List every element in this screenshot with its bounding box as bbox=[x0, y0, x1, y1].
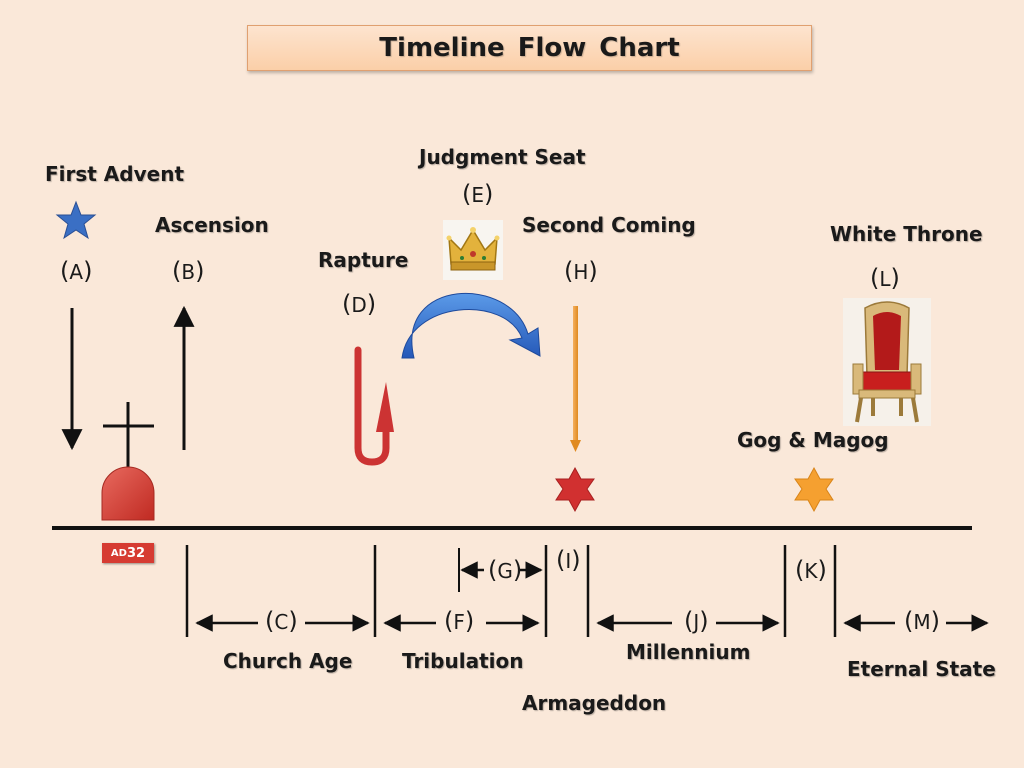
judgment-seat-letter: (E) bbox=[462, 180, 494, 208]
gog-magog-star-icon bbox=[794, 466, 834, 513]
judgment-seat-label: Judgment Seat bbox=[419, 145, 586, 169]
church-age-letter-text: C bbox=[274, 610, 289, 634]
millennium-letter-text: J bbox=[693, 610, 700, 634]
second-coming-letter-text: H bbox=[573, 260, 589, 284]
armageddon-letter-text: I bbox=[565, 549, 572, 573]
white-throne-icon bbox=[843, 298, 931, 426]
armageddon-label: Armageddon bbox=[522, 691, 667, 715]
armageddon-letter: (I) bbox=[556, 546, 581, 574]
ascension-label: Ascension bbox=[155, 213, 269, 237]
judgment-seat-letter-text: E bbox=[471, 183, 485, 207]
tribulation-letter: (F) bbox=[444, 607, 475, 635]
church-age-label: Church Age bbox=[223, 649, 353, 673]
cross-tomb-icon bbox=[101, 402, 155, 521]
rapture-arrowhead bbox=[376, 382, 394, 432]
first-advent-label: First Advent bbox=[45, 162, 185, 186]
chart-title: Timeline Flow Chart bbox=[247, 25, 812, 71]
first-advent-star-icon bbox=[55, 200, 97, 240]
tribulation-label: Tribulation bbox=[402, 649, 524, 673]
tribulation-letter-text: F bbox=[453, 610, 465, 634]
white-throne-letter: (L) bbox=[870, 264, 900, 292]
white-throne-letter-text: L bbox=[879, 267, 891, 291]
ad32-badge: AD 32 bbox=[102, 543, 154, 563]
gog-magog-label: Gog & Magog bbox=[737, 428, 889, 452]
rapture-hook-arrow bbox=[354, 346, 390, 466]
k-letter: (K) bbox=[795, 556, 827, 584]
ascension-letter-text: B bbox=[181, 260, 196, 284]
crown-icon bbox=[443, 220, 503, 280]
millennium-label: Millennium bbox=[626, 640, 751, 664]
ad-year: 32 bbox=[126, 545, 146, 561]
second-coming-down-arrow bbox=[570, 306, 581, 452]
millennium-letter: (J) bbox=[684, 607, 709, 635]
eternal-state-letter-text: M bbox=[913, 610, 931, 634]
g-letter-text: G bbox=[497, 559, 513, 583]
rapture-letter: (D) bbox=[342, 290, 377, 318]
eternal-state-letter: (M) bbox=[904, 607, 941, 635]
g-letter: (G) bbox=[488, 556, 523, 584]
judgment-seat-curved-arrow bbox=[401, 292, 541, 359]
eternal-state-label: Eternal State bbox=[847, 657, 996, 681]
church-age-letter: (C) bbox=[265, 607, 298, 635]
first-advent-letter: (A) bbox=[60, 257, 93, 285]
rapture-letter-text: D bbox=[351, 293, 367, 317]
rapture-label: Rapture bbox=[318, 248, 409, 272]
white-throne-label: White Throne bbox=[830, 222, 983, 246]
k-letter-text: K bbox=[804, 559, 818, 583]
second-coming-letter: (H) bbox=[564, 257, 598, 285]
first-advent-letter-text: A bbox=[69, 260, 84, 284]
ascension-letter: (B) bbox=[172, 257, 205, 285]
second-coming-label: Second Coming bbox=[522, 213, 696, 237]
ad-prefix: AD bbox=[110, 547, 127, 559]
armageddon-star-icon bbox=[555, 466, 595, 513]
